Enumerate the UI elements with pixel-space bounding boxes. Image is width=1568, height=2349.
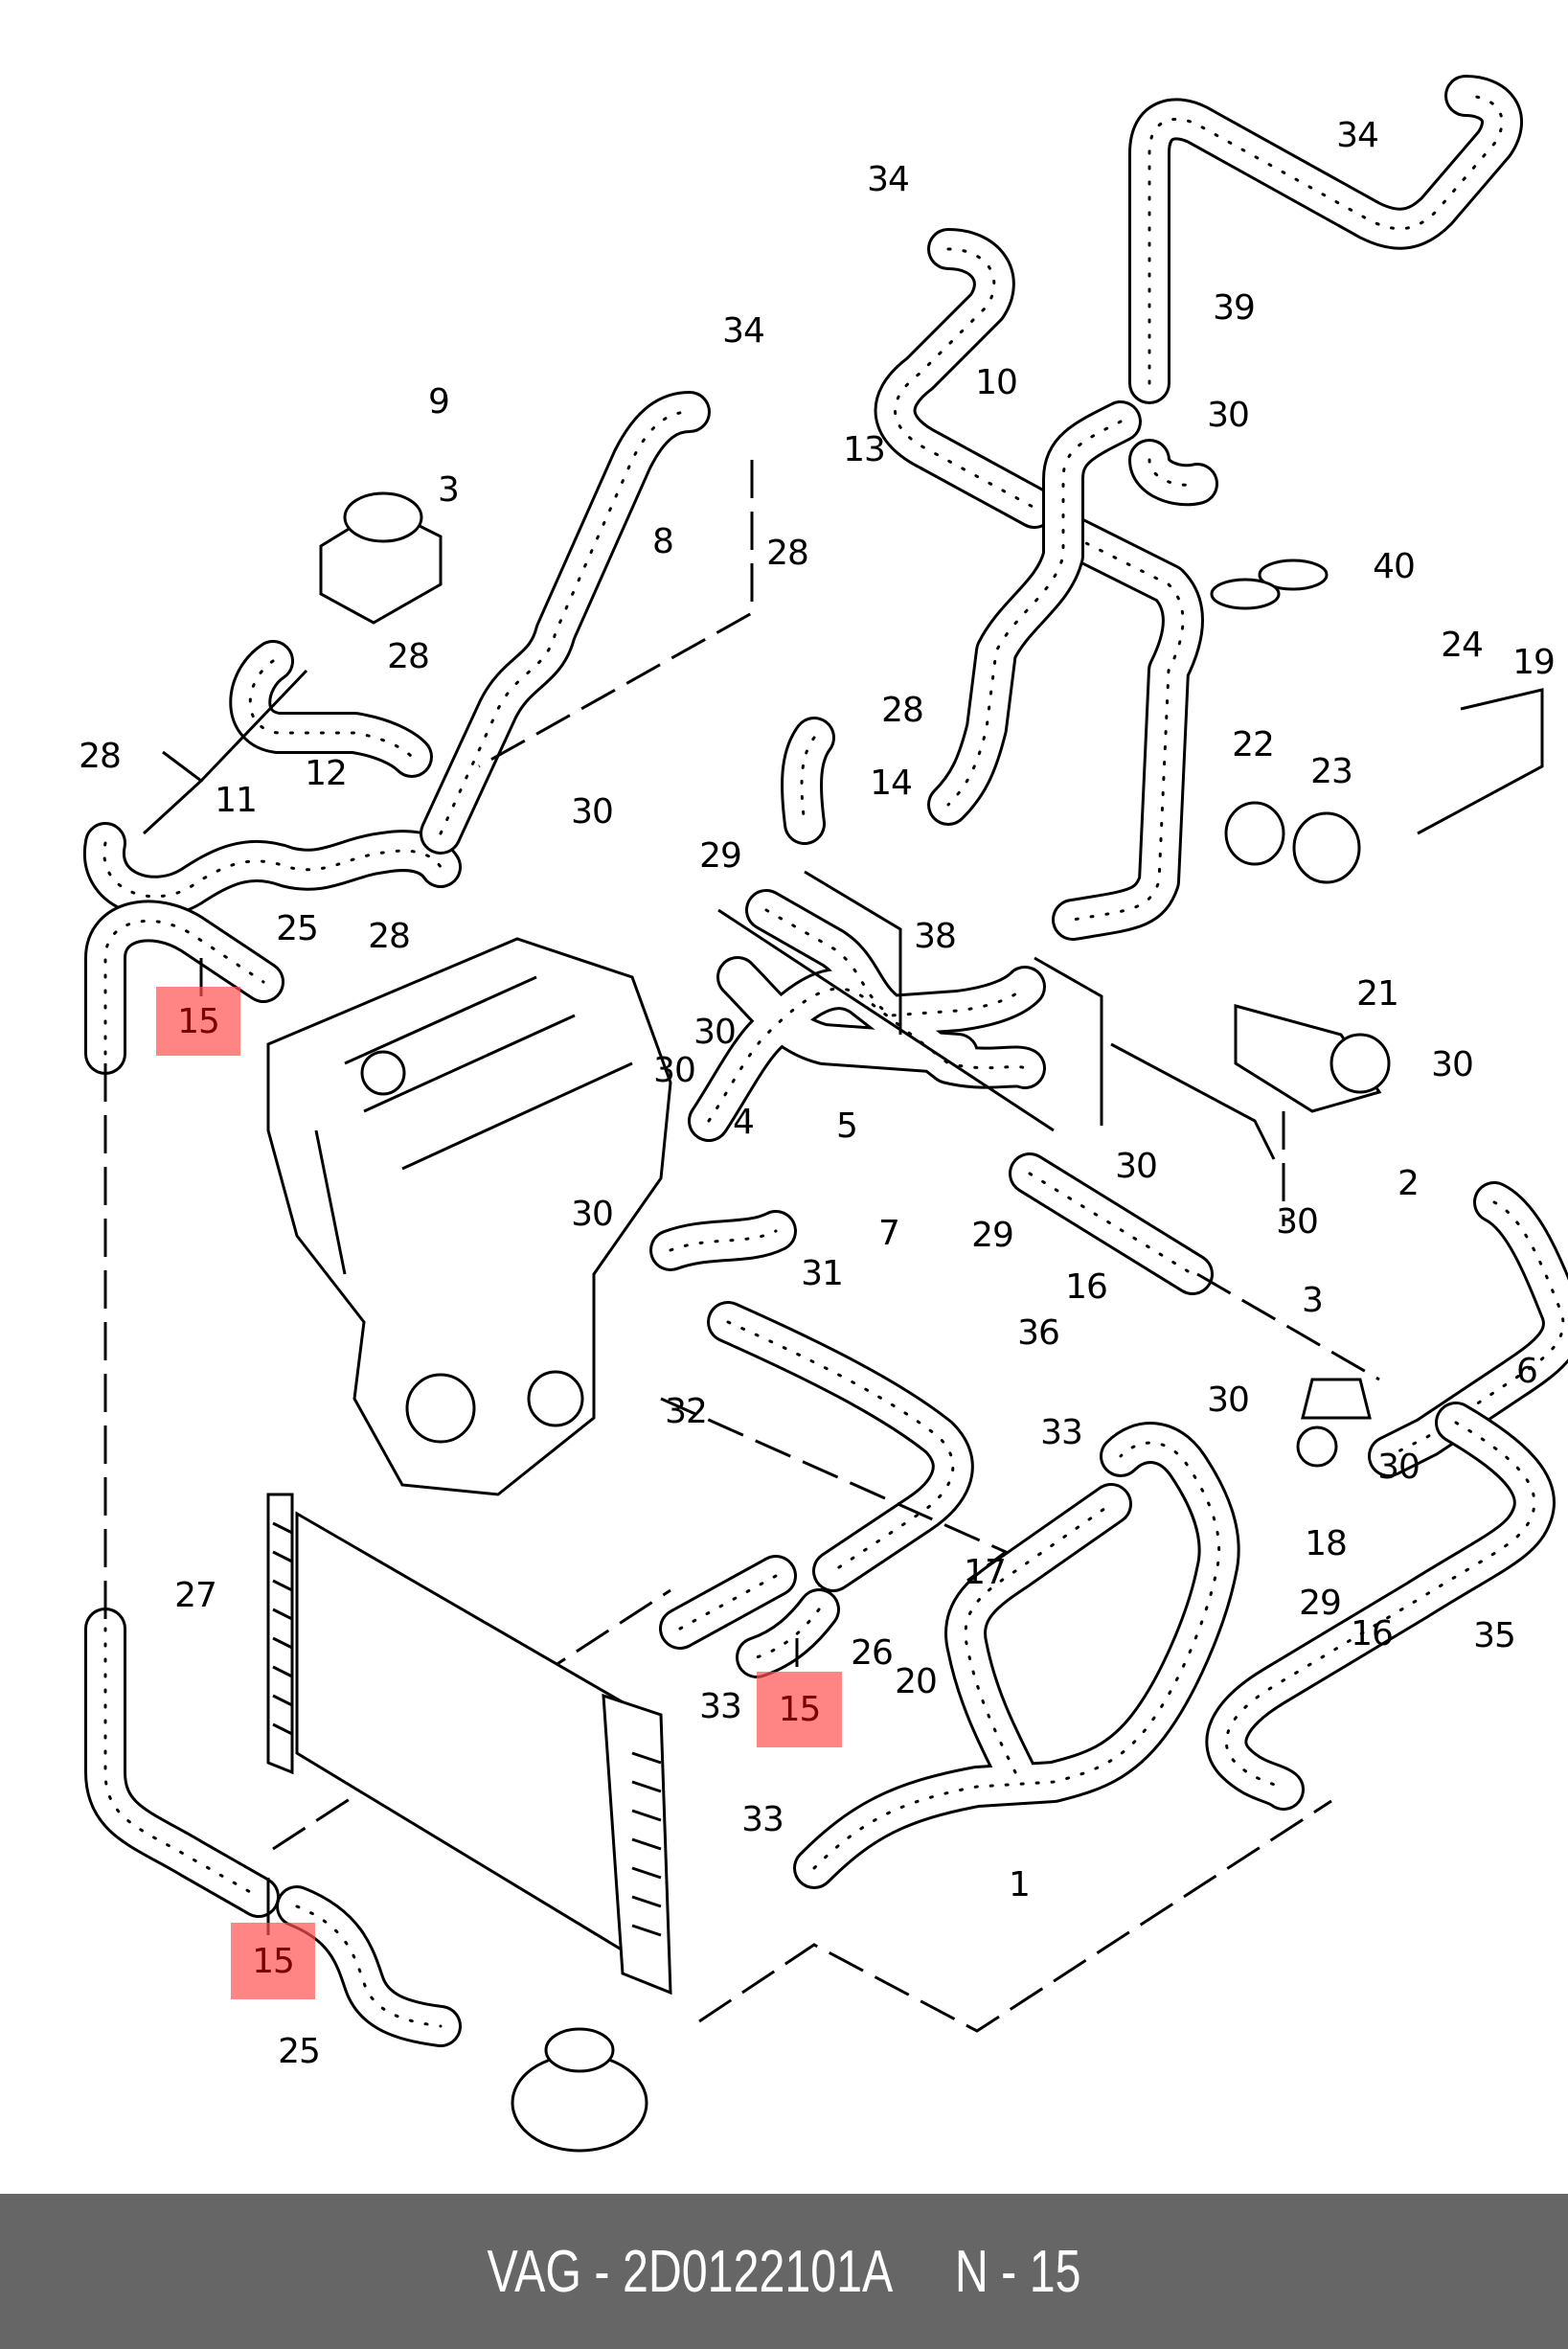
callout-30[interactable]: 30 [1377, 1448, 1420, 1487]
hose-32-main [707, 1301, 974, 1592]
callout-35[interactable]: 35 [1473, 1616, 1516, 1655]
callout-30[interactable]: 30 [571, 792, 614, 832]
hose-to-reservoir [276, 1885, 462, 2047]
hose-1 [793, 1422, 1240, 1889]
highlighted-callout-15-center[interactable]: 15 [757, 1672, 842, 1747]
highlighted-callout-label: 15 [177, 1001, 220, 1041]
callout-28[interactable]: 28 [368, 917, 411, 956]
callout-21[interactable]: 21 [1356, 974, 1399, 1014]
callout-3[interactable]: 3 [438, 470, 460, 510]
callout-4[interactable]: 4 [733, 1103, 755, 1142]
callout-28[interactable]: 28 [79, 737, 122, 776]
callout-22[interactable]: 22 [1232, 725, 1275, 764]
callout-24[interactable]: 24 [1441, 626, 1484, 665]
callout-7[interactable]: 7 [878, 1214, 900, 1253]
callout-5[interactable]: 5 [836, 1106, 858, 1146]
callout-25[interactable]: 25 [278, 2032, 321, 2071]
hose-11 [83, 822, 462, 918]
pressure-valve-18 [1296, 1378, 1372, 1468]
callout-31[interactable]: 31 [801, 1254, 844, 1293]
callout-25[interactable]: 25 [276, 909, 319, 948]
coolant-reservoir [511, 2027, 648, 2153]
callout-39[interactable]: 39 [1213, 288, 1256, 328]
hose-16-lower [1205, 1402, 1556, 1811]
callout-18[interactable]: 18 [1305, 1524, 1348, 1563]
callout-27[interactable]: 27 [174, 1576, 217, 1615]
highlighted-callout-15-bottom-left[interactable]: 15 [231, 1923, 315, 1999]
engine-block [266, 937, 672, 1496]
highlighted-callout-label: 15 [252, 1941, 295, 1981]
footer-bar: VAG - 2D0122101A N - 15 [0, 2194, 1568, 2349]
callout-33[interactable]: 33 [741, 1800, 784, 1839]
callout-36[interactable]: 36 [1017, 1313, 1060, 1353]
hose-14 [781, 717, 835, 845]
callout-34[interactable]: 34 [1336, 116, 1379, 155]
callout-28[interactable]: 28 [881, 691, 924, 730]
diagram-drawing [83, 75, 1568, 2153]
hose-4 [649, 1210, 797, 1271]
hose-12 [229, 640, 433, 778]
callout-33[interactable]: 33 [1040, 1413, 1083, 1452]
callout-23[interactable]: 23 [1310, 752, 1353, 791]
callout-29[interactable]: 29 [1299, 1584, 1342, 1623]
callout-9[interactable]: 9 [428, 382, 450, 422]
callout-2[interactable]: 2 [1398, 1164, 1420, 1203]
part-reference-text: VAG - 2D0122101A N - 15 [487, 2238, 1081, 2305]
callout-10[interactable]: 10 [975, 363, 1018, 402]
hose-39 [1128, 75, 1523, 404]
hose-branch [927, 400, 1218, 826]
highlighted-callout-15-top-left[interactable]: 15 [156, 987, 240, 1056]
callout-40[interactable]: 40 [1373, 547, 1416, 586]
callout-26[interactable]: 26 [851, 1633, 894, 1673]
callout-30[interactable]: 30 [1276, 1202, 1319, 1242]
callout-3[interactable]: 3 [1302, 1281, 1324, 1320]
callout-12[interactable]: 12 [305, 754, 348, 793]
callout-29[interactable]: 29 [699, 836, 742, 876]
callout-38[interactable]: 38 [914, 917, 957, 956]
callout-34[interactable]: 34 [722, 311, 765, 351]
callout-28[interactable]: 28 [766, 534, 809, 573]
callout-30[interactable]: 30 [1207, 396, 1250, 435]
callout-30[interactable]: 30 [571, 1195, 614, 1234]
hose-15-bottom-left [84, 1608, 280, 1918]
hose-16-upper [1009, 1152, 1214, 1295]
callout-34[interactable]: 34 [867, 160, 910, 199]
callout-28[interactable]: 28 [387, 637, 430, 676]
callout-8[interactable]: 8 [652, 522, 674, 561]
hose-15-right [659, 1555, 840, 1678]
callout-14[interactable]: 14 [870, 764, 913, 803]
callout-20[interactable]: 20 [895, 1662, 938, 1701]
callout-32[interactable]: 32 [665, 1392, 708, 1431]
callout-17[interactable]: 17 [964, 1553, 1007, 1592]
callout-29[interactable]: 29 [971, 1216, 1014, 1255]
hose-38-5 [688, 889, 1046, 1142]
clamps-40 [1210, 559, 1329, 610]
radiator [266, 1493, 672, 1996]
hose-15-top [84, 900, 284, 1075]
callout-30[interactable]: 30 [653, 1051, 696, 1090]
aux-pump [1224, 801, 1391, 1113]
callout-1[interactable]: 1 [1009, 1865, 1031, 1904]
power-steering-reservoir [319, 491, 443, 625]
hose-6 [1368, 1181, 1568, 1477]
highlighted-callout-label: 15 [778, 1690, 822, 1729]
callout-33[interactable]: 33 [699, 1687, 742, 1726]
callout-13[interactable]: 13 [843, 430, 886, 469]
callout-11[interactable]: 11 [215, 781, 258, 820]
callout-30[interactable]: 30 [1431, 1045, 1474, 1084]
callout-30[interactable]: 30 [1115, 1147, 1158, 1186]
callout-19[interactable]: 19 [1512, 643, 1556, 682]
callout-16[interactable]: 16 [1351, 1614, 1394, 1653]
callout-6[interactable]: 6 [1516, 1352, 1538, 1391]
callout-30[interactable]: 30 [693, 1013, 737, 1052]
callout-30[interactable]: 30 [1207, 1380, 1250, 1420]
hose-8 [420, 391, 711, 855]
callout-16[interactable]: 16 [1065, 1267, 1108, 1307]
hose-10 [874, 228, 1204, 941]
